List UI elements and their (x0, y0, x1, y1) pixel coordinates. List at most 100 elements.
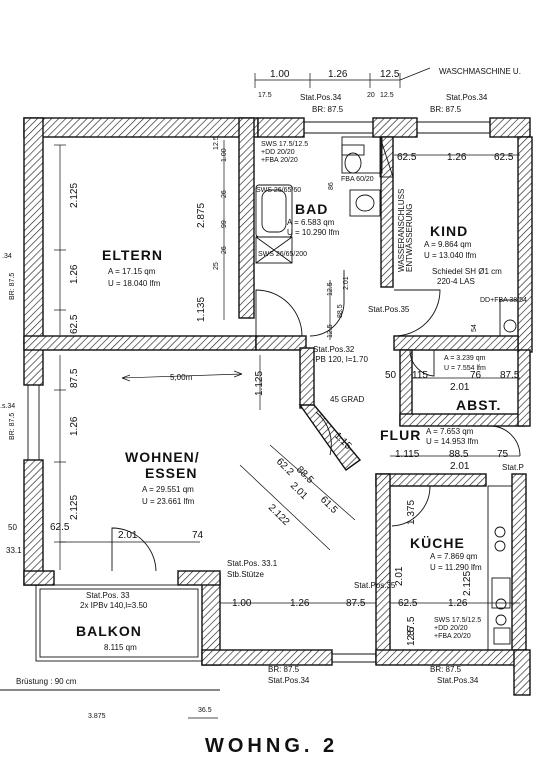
door-eltern (255, 289, 303, 337)
room-name-balkon: BALKON (76, 623, 142, 639)
dim-bad-125c: 12.5 (327, 324, 334, 338)
wall-bottom-ext (513, 649, 531, 696)
schiedel-2: 220-4 LAS (437, 277, 475, 286)
dim-wo-126: 1.26 (69, 416, 80, 436)
dim-bad-86: 86 (328, 182, 335, 190)
kueche-perimeter: U = 11.290 lfm (430, 563, 482, 572)
plan-title: WOHNG. 2 (205, 735, 338, 757)
door-abst (409, 349, 435, 377)
dim-bad-25: 25 (213, 262, 220, 270)
wall-eltern-bad (238, 117, 255, 319)
eltern-perimeter: U = 18.040 lfm (108, 279, 161, 288)
door-bad (309, 270, 345, 337)
side-34b: .s.34 (0, 403, 15, 410)
sink (349, 189, 381, 217)
statpos-stub: Stat.P (502, 463, 524, 472)
door-kueche (391, 485, 431, 527)
dim-bad-125: 12.5 (213, 136, 220, 150)
schiedel-1: Schiedel SH Ø1 cm (432, 267, 502, 276)
room-balkon: Stat.Pos. 33 2x IPBv 140,l=3.50 BALKON 8… (0, 253, 212, 720)
dim-el-1135: 1.135 (196, 297, 207, 322)
room-abst-flur: A = 3.239 qm U = 7.554 lfm 50 115 76 87.… (380, 355, 524, 472)
dim-wo-201: 2.01 (118, 530, 138, 541)
dim-kind-54: 54 (471, 324, 478, 332)
statpos-34-top2: Stat.Pos.34 (446, 93, 488, 102)
dim-wo-74: 74 (192, 530, 204, 541)
br-top1: BR: 87.5 (312, 105, 344, 114)
wall-flur-kueche (375, 473, 487, 487)
sws-26b: SWS 26/65/200 (258, 251, 307, 258)
sws-kueche-1: SWS 17.5/12.5 (434, 617, 481, 624)
eltern-area: A = 17.15 qm (108, 267, 156, 276)
room-kueche: 1.375 KÜCHE A = 7.869 qm U = 11.290 lfm … (394, 500, 482, 646)
dim-wo-875: 87.5 (69, 368, 80, 388)
wall-top-kind (489, 117, 531, 138)
flur-perimeter: U = 14.953 lfm (426, 437, 479, 446)
door-flur (315, 411, 332, 456)
dim-fl-75: 75 (497, 449, 509, 460)
room-eltern: ELTERN A = 17.15 qm U = 18.040 lfm 2.125… (69, 183, 207, 334)
dim-ab-76: 76 (470, 370, 482, 381)
sws-kueche-2: +DD 20/20 (434, 625, 468, 632)
sws-kueche-3: +FBA 20/20 (434, 633, 471, 640)
dim-dia-2122: 2.122 (266, 502, 292, 528)
dim-kind-126: 1.26 (447, 152, 467, 163)
dim-bad-26a: 26 (221, 190, 228, 198)
br-side2: BR: 87.5 (9, 413, 16, 440)
abst-perimeter: U = 7.554 lfm (444, 365, 486, 372)
side-34a: .34 (2, 253, 12, 260)
room-name-eltern: ELTERN (102, 247, 163, 263)
dim-top-175: 17.5 (258, 92, 272, 99)
dim-top-126: 1.26 (328, 69, 348, 80)
kind-perimeter: U = 13.040 lfm (424, 251, 477, 260)
statpos-32: Stat.Pos.32 (313, 345, 355, 354)
room-bad: SWS 17.5/12.5 +DD 20/20 +FBA 20/20 FBA 6… (213, 136, 410, 338)
dd-fba: DD+FBA 38/54 (480, 297, 527, 304)
wall-right-kind (517, 136, 533, 353)
wall-top-bad (257, 117, 305, 138)
room-name-wohnen-2: ESSEN (145, 465, 197, 481)
door-flur-right (489, 425, 521, 457)
kind-area: A = 9.864 qm (424, 240, 472, 249)
wall-kueche-right (511, 473, 527, 665)
wall-top-right (372, 117, 418, 138)
wohnen-arrow-label: 5,00m (170, 373, 193, 382)
statpos-34-bot1: Stat.Pos.34 (268, 676, 310, 685)
dim-ku-875: 87.5 (406, 616, 417, 636)
dim-ab-201: 2.01 (450, 382, 470, 393)
room-kind: 62.5 1.26 62.5 WASSERANSCHLUSS ENTWÄSSER… (397, 152, 527, 332)
dim-ku-1375: 1.375 (406, 500, 417, 525)
abst-area: A = 3.239 qm (444, 355, 486, 362)
sws-26: SWS 26/65/60 (256, 187, 301, 194)
wall-diagonal (298, 404, 362, 471)
waschmaschine-label: WASCHMASCHINE U. (439, 67, 521, 76)
room-name-kind: KIND (430, 223, 468, 239)
dim-wo-2125: 2.125 (69, 495, 80, 520)
br-bot2: BR: 87.5 (430, 665, 462, 674)
dim-ab-50: 50 (385, 370, 397, 381)
bad-perimeter: U = 10.290 lfm (287, 228, 340, 237)
dim-fl-201: 2.01 (450, 461, 470, 472)
wohnen-perimeter: U = 23.661 lfm (142, 497, 195, 506)
ipbv-label: 2x IPBv 140,l=3.50 (80, 601, 148, 610)
walls (23, 117, 533, 696)
wall-kueche-left (375, 473, 391, 665)
wohnen-area: A = 29.551 qm (142, 485, 194, 494)
dim-bot-100: 1.00 (232, 598, 252, 609)
dim-ku-125: 12.5 (406, 626, 417, 646)
statpos-33: Stat.Pos. 33 (86, 591, 130, 600)
dim-fl-1115: 1.115 (395, 449, 420, 460)
fixtures (0, 121, 521, 691)
balkon-area: 8.115 qm (104, 643, 137, 652)
door-wohnen (111, 527, 157, 572)
dim-bad-125b: 12.5 (327, 282, 334, 296)
wall-kind-bottom (393, 335, 519, 351)
statpos-35-kueche: Stat.Pos.35 (354, 581, 396, 590)
statpos-331: Stat.Pos. 33.1 (227, 559, 278, 568)
dim-ku-2125: 2.125 (462, 571, 473, 596)
dim-left-50: 50 (8, 523, 17, 532)
dim-el-2875: 2.875 (196, 203, 207, 228)
dim-fl-885: 88.5 (449, 449, 469, 460)
sws-bad-3: +FBA 20/20 (261, 157, 298, 164)
